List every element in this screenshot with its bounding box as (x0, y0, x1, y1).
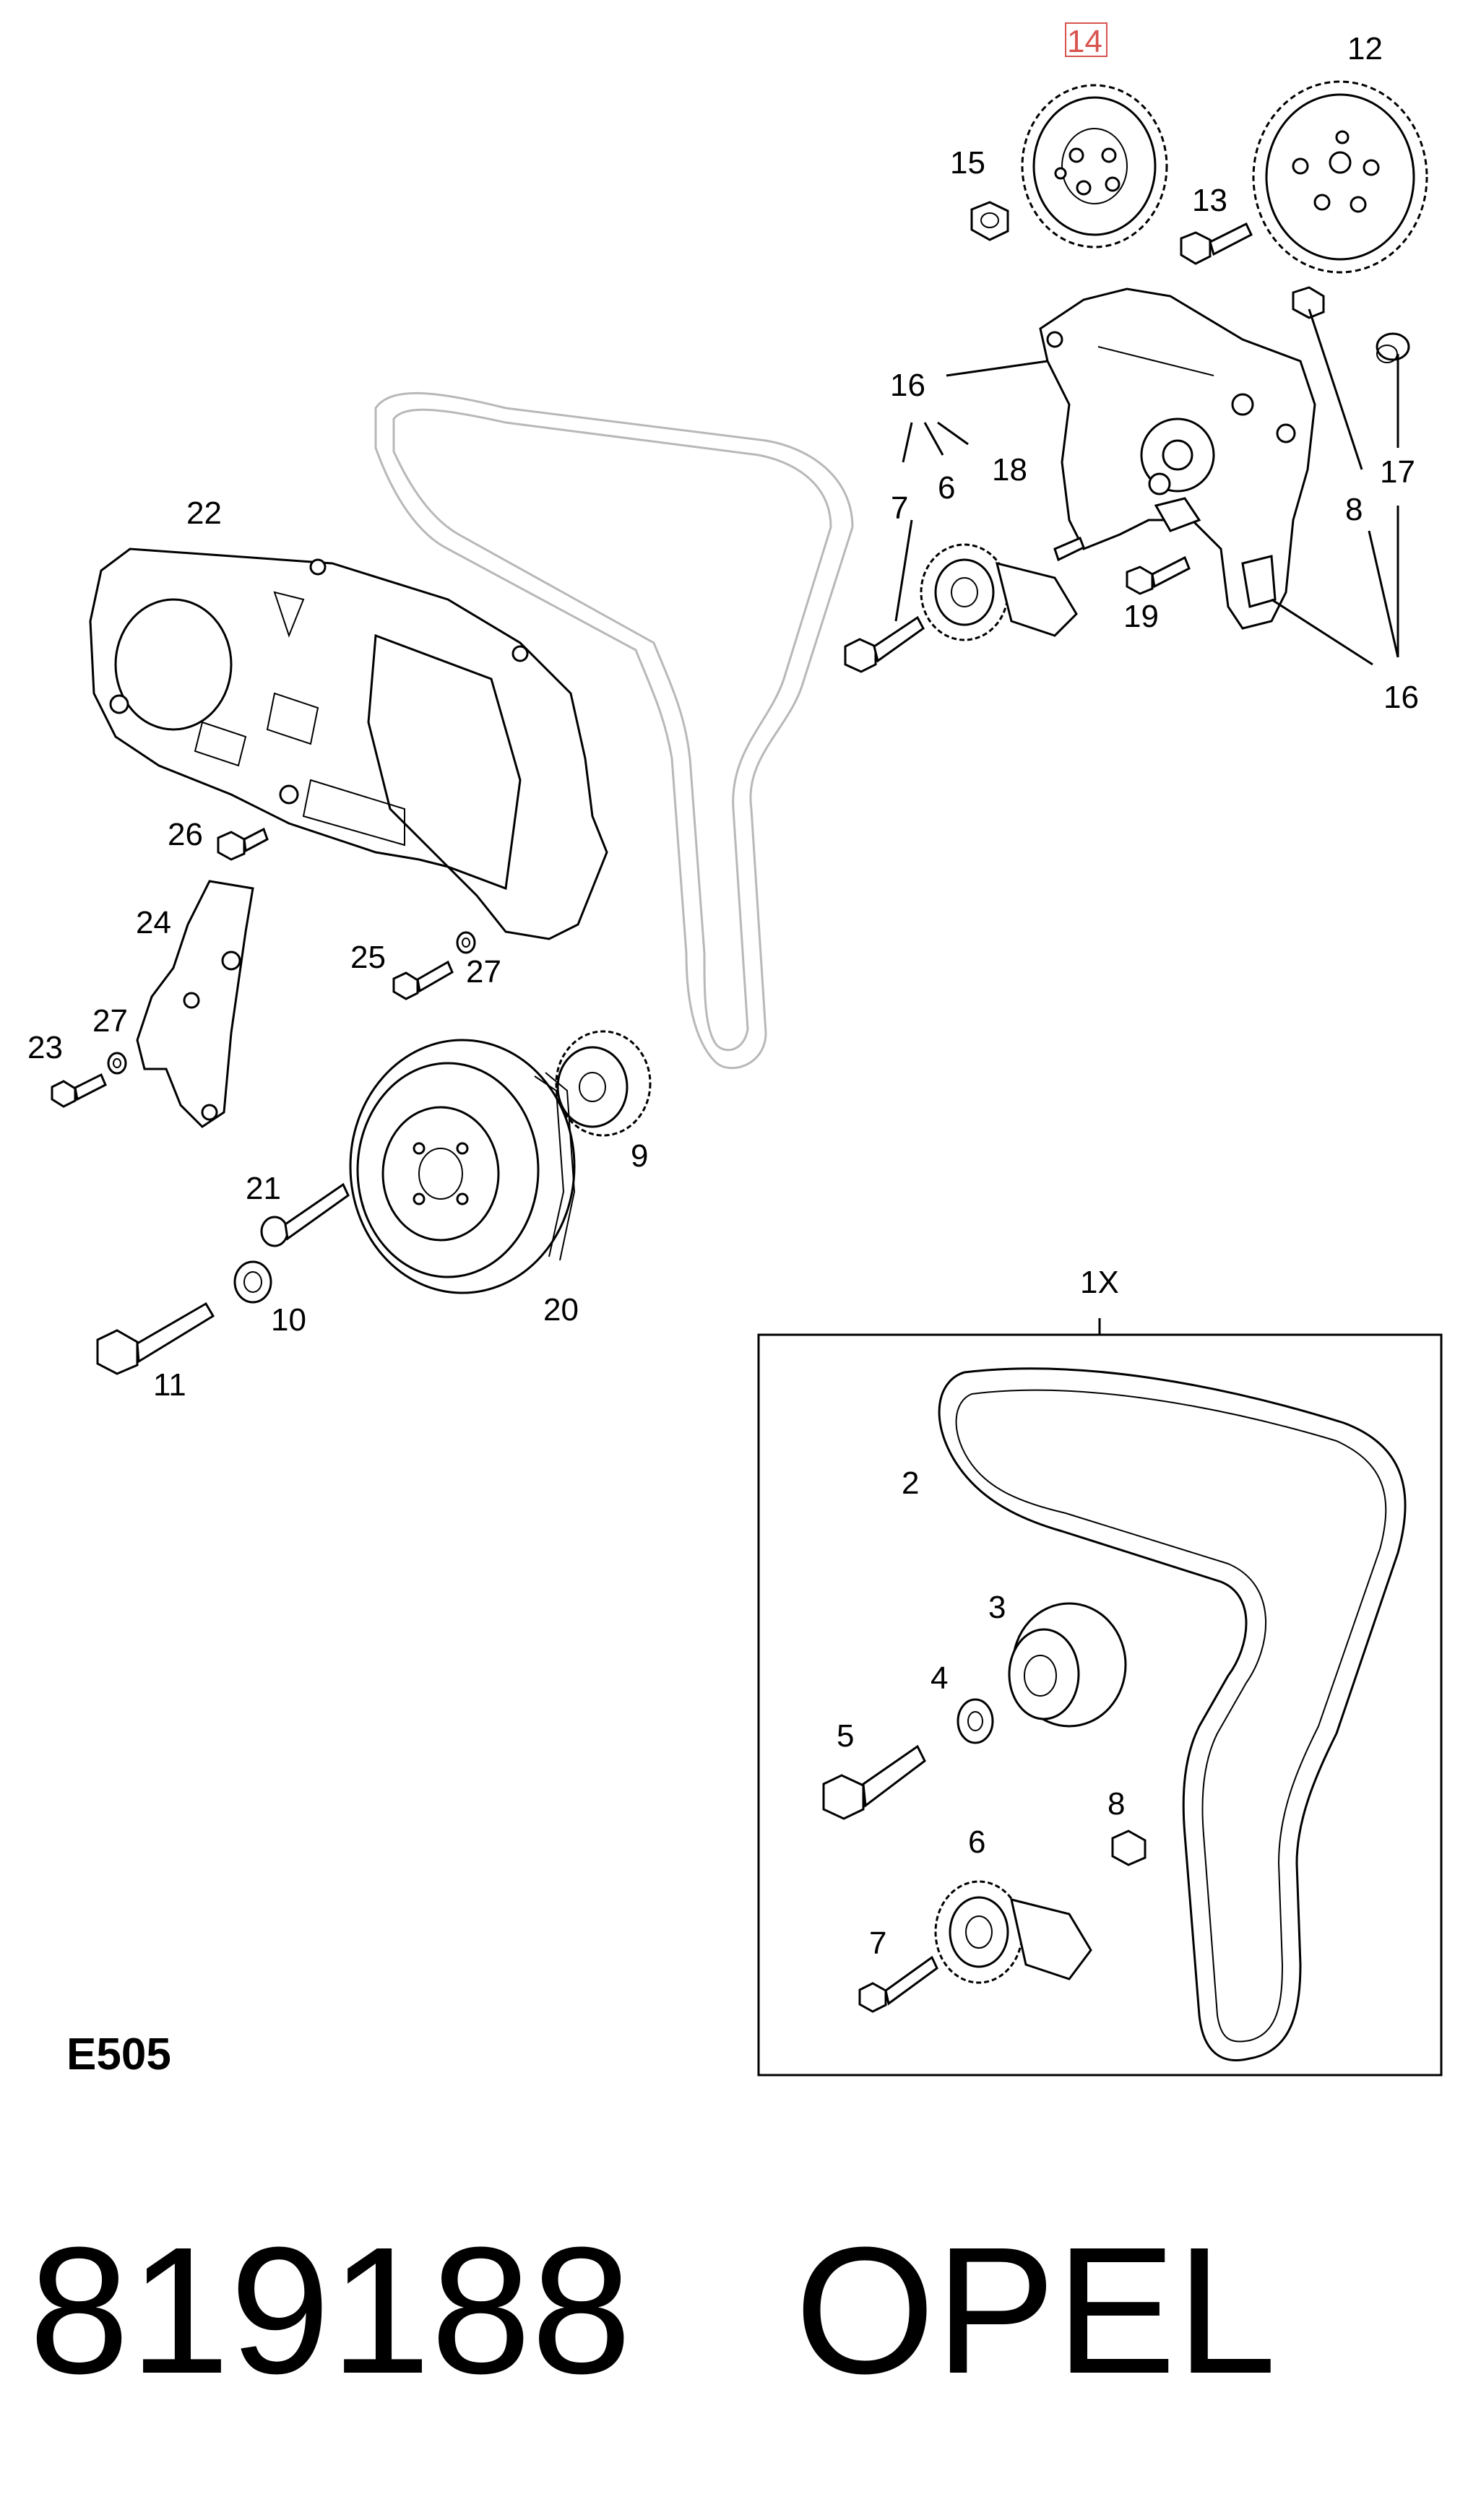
tensioner-6-top (920, 543, 1078, 641)
nut-15 (970, 201, 1009, 241)
bolt-19 (1126, 555, 1191, 595)
callout-7b: 7 (869, 1926, 886, 1961)
washer-10 (233, 1260, 272, 1304)
callout-5: 5 (837, 1718, 854, 1754)
callout-27b: 27 (92, 1003, 128, 1039)
callout-23: 23 (27, 1030, 63, 1065)
kit-bolt-7 (858, 1955, 938, 2013)
callout-22: 22 (186, 495, 222, 531)
part-number: 819188 (29, 2209, 631, 2411)
camshaft-gear-14 (1021, 84, 1168, 248)
callout-10: 10 (271, 1302, 306, 1338)
bolt-13 (1180, 222, 1253, 265)
callout-13: 13 (1192, 183, 1227, 218)
callout-1x: 1X (1080, 1265, 1119, 1300)
callout-19: 19 (1123, 599, 1159, 634)
kit-idler-3 (1008, 1602, 1127, 1728)
callout-7a: 7 (891, 490, 908, 526)
callout-15: 15 (950, 145, 985, 181)
brand-name: OPEL (795, 2209, 1277, 2411)
camshaft-gear-12 (1252, 80, 1428, 274)
washer-27-lower (107, 1052, 127, 1075)
callout-6b: 6 (968, 1824, 985, 1860)
bolt-7-top (844, 615, 925, 673)
bolt-21 (260, 1182, 350, 1247)
callout-14: 14 (1067, 24, 1102, 59)
callout-17: 17 (1380, 454, 1415, 490)
diagram-code: E505 (66, 2030, 171, 2079)
bolt-26 (217, 827, 269, 861)
kit-bolt-5 (822, 1744, 926, 1820)
kit-tensioner-6 (934, 1880, 1092, 1984)
pin-18 (1053, 537, 1085, 562)
leader-lines (894, 308, 1399, 666)
kit-washer-4 (957, 1698, 994, 1744)
callout-18: 18 (992, 452, 1027, 488)
ghost-timing-belt (374, 391, 854, 1070)
callout-26: 26 (168, 817, 203, 852)
bolt-25 (392, 960, 454, 1000)
callout-2: 2 (902, 1465, 919, 1501)
nut-8-top (1292, 286, 1325, 319)
kit-nut-8 (1111, 1830, 1147, 1866)
callout-6a: 6 (938, 470, 955, 506)
timing-cover-22 (89, 547, 608, 940)
bracket-16 (1039, 287, 1316, 630)
kit-belt-2 (938, 1367, 1407, 2061)
callout-24: 24 (136, 905, 171, 940)
callout-9: 9 (631, 1138, 648, 1174)
callout-4: 4 (931, 1660, 948, 1696)
callout-8b: 8 (1108, 1786, 1125, 1822)
bracket-24 (136, 880, 254, 1128)
crank-sprocket-9 (555, 1030, 652, 1137)
callout-3: 3 (988, 1590, 1006, 1625)
callout-27a: 27 (466, 954, 501, 990)
washer-27-upper (456, 931, 476, 954)
callout-20: 20 (543, 1292, 579, 1328)
bolt-23 (51, 1073, 107, 1108)
bolt-11 (96, 1302, 215, 1375)
callout-21: 21 (246, 1171, 281, 1206)
kit-box-1x (757, 1318, 1443, 2077)
highlight-box-14 (1065, 22, 1108, 57)
callout-16b: 16 (1383, 680, 1419, 715)
crank-pulley-20 (349, 1039, 576, 1294)
callout-25: 25 (350, 940, 386, 975)
callout-12: 12 (1347, 31, 1383, 66)
callouts: 14 12 15 13 16 17 18 7 6 8 19 16 22 26 2… (27, 22, 1419, 1961)
callout-8a: 8 (1345, 492, 1363, 527)
plug-17 (1376, 332, 1410, 363)
callout-11: 11 (153, 1367, 186, 1403)
callout-16a: 16 (890, 368, 925, 403)
